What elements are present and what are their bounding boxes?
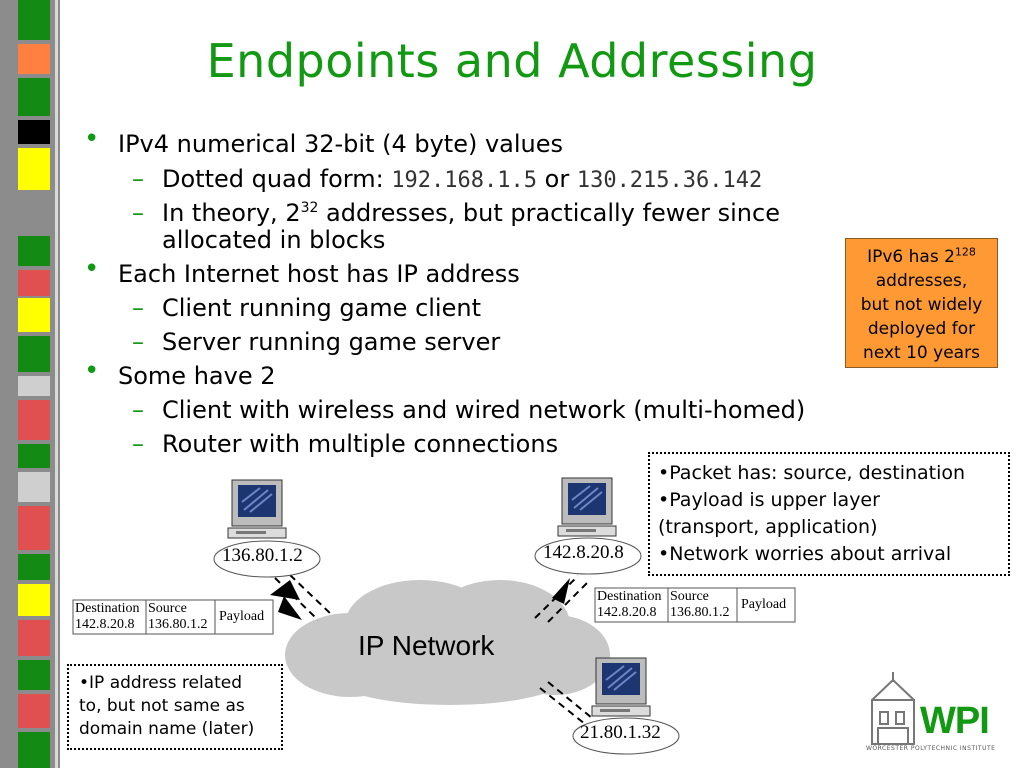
packet-header-source: Source [148, 601, 187, 616]
packet-header-destination: Destination [75, 601, 140, 616]
dash-marker: – [132, 396, 144, 424]
packet-header-source: Source [670, 589, 709, 604]
bullet-marker: • [84, 124, 100, 154]
computer-icon [591, 657, 651, 717]
domain-note-box: •IP address related to, but not same as … [67, 664, 283, 750]
sub-bullet-dotted-quad: Dotted quad form: 192.168.1.5 or 130.215… [162, 165, 763, 193]
sub-bullet-theory-line2: allocated in blocks [162, 226, 386, 254]
computer-icon [227, 479, 287, 539]
ip-network-cloud [285, 580, 610, 705]
cloud-label: IP Network [358, 630, 495, 661]
packet-src-value: 136.80.1.2 [670, 605, 730, 620]
dash-marker: – [132, 430, 144, 458]
bullet-1: IPv4 numerical 32-bit (4 byte) values [118, 130, 564, 158]
dash-marker: – [132, 328, 144, 356]
bullet-3: Some have 2 [118, 362, 276, 390]
packet-table-left [72, 599, 274, 635]
ipv6-callout: IPv6 has 2128 addresses, but not widely … [845, 238, 998, 368]
arrow-icon [270, 580, 300, 600]
link-line [547, 681, 593, 719]
slide-title: Endpoints and Addressing [206, 34, 818, 88]
packet-header-destination: Destination [597, 589, 662, 604]
wpi-wordmark: WPI [920, 700, 990, 742]
packet-src-value: 136.80.1.2 [148, 617, 208, 632]
host-address-bubble [534, 537, 642, 575]
ip-example-1: 192.168.1.5 [391, 168, 538, 193]
host-address-bubble [213, 540, 321, 578]
host-address-bubble [572, 717, 680, 755]
packet-table-right [594, 587, 796, 623]
wpi-subtitle: WORCESTER POLYTECHNIC INSTITUTE [866, 745, 996, 752]
arrow-icon [552, 578, 570, 604]
dash-marker: – [132, 165, 144, 193]
dash-marker: – [132, 294, 144, 322]
decorative-strip [0, 0, 60, 768]
host-address-1: 136.80.1.2 [222, 545, 303, 566]
bullet-marker: • [84, 356, 100, 386]
host-address-3: 21.80.1.32 [580, 722, 661, 743]
packet-dest-value: 142.8.20.8 [75, 617, 135, 632]
bullet-2: Each Internet host has IP address [118, 260, 520, 288]
packet-header-payload: Payload [219, 609, 265, 624]
arrow-icon [278, 596, 302, 620]
packet-note-box: •Packet has: source, destination •Payloa… [648, 452, 1010, 576]
dash-marker: – [132, 199, 144, 227]
sub-bullet-server: Server running game server [162, 328, 501, 356]
link-line [539, 687, 586, 725]
bullet-marker: • [84, 254, 100, 284]
link-line [547, 579, 591, 623]
sub-bullet-multihomed: Client with wireless and wired network (… [162, 396, 806, 424]
computer-icon [557, 477, 617, 537]
packet-header-payload: Payload [741, 597, 787, 612]
link-line [289, 574, 333, 616]
wpi-logo [871, 672, 915, 745]
sub-bullet-router: Router with multiple connections [162, 430, 559, 458]
host-address-2: 142.8.20.8 [543, 542, 624, 563]
packet-dest-value: 142.8.20.8 [597, 605, 657, 620]
sub-bullet-client: Client running game client [162, 294, 481, 322]
ip-example-2: 130.215.36.142 [576, 168, 763, 193]
building-icon [871, 672, 915, 745]
sub-bullet-theory: In theory, 232 addresses, but practicall… [162, 199, 780, 227]
